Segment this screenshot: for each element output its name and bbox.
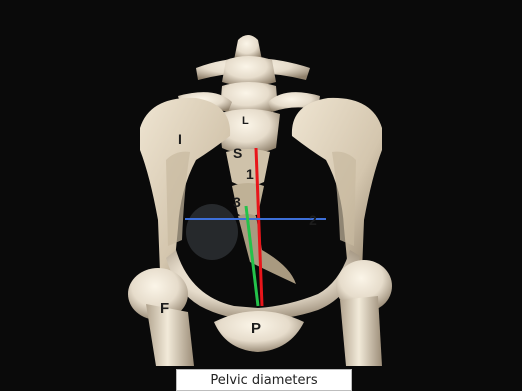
label-i: I [178, 131, 182, 147]
label-2: 2 [309, 212, 317, 228]
label-s: S [233, 145, 242, 161]
figure-caption: Pelvic diameters [176, 369, 352, 391]
label-l: L [242, 115, 249, 127]
soft-tissue-shadow [186, 204, 238, 260]
label-p: P [251, 320, 261, 337]
label-f: F [160, 300, 169, 317]
label-3: 3 [233, 194, 241, 210]
label-1: 1 [246, 166, 254, 182]
